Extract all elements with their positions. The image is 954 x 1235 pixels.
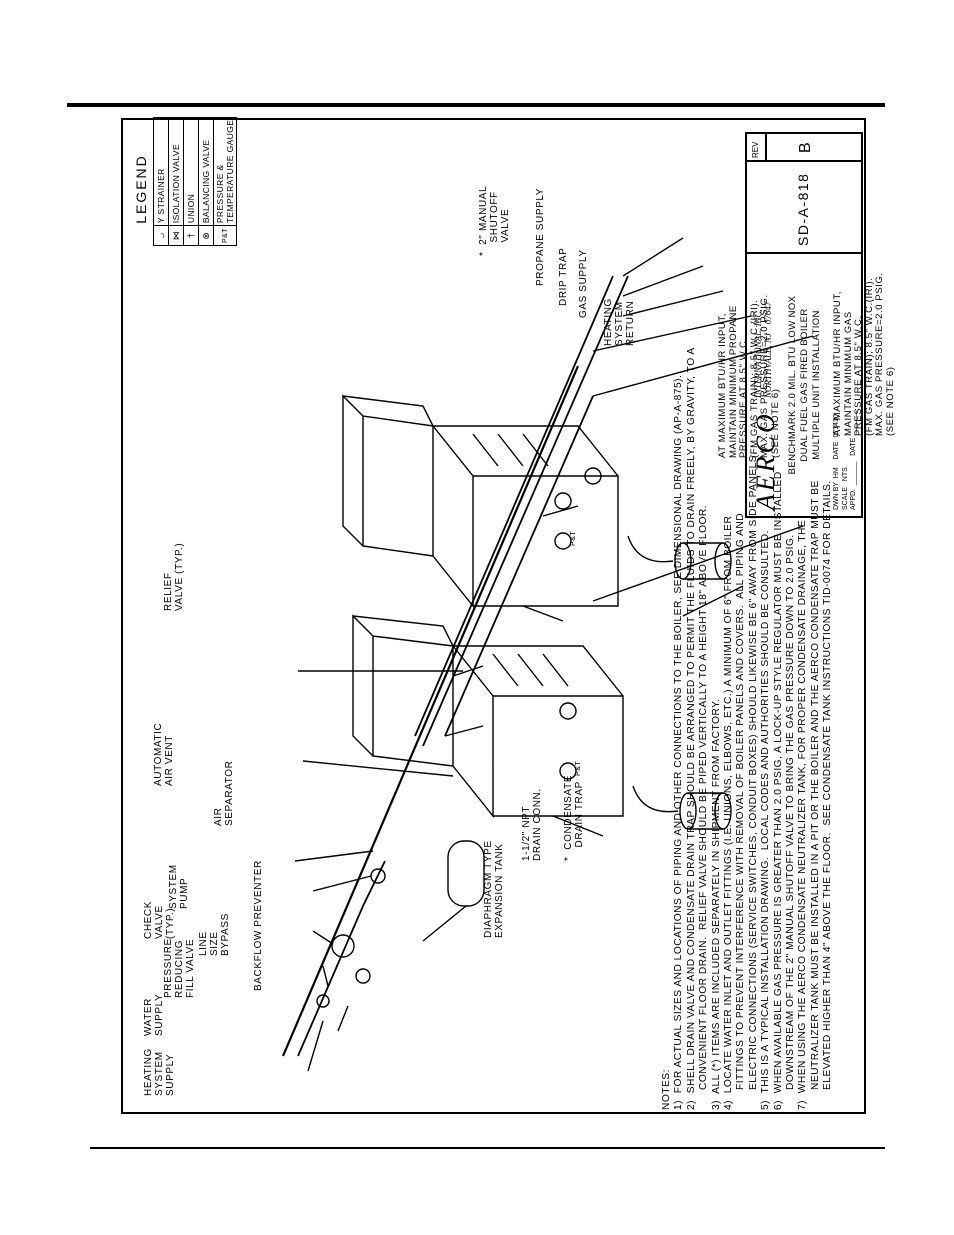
pt-gauge-label-1: P&T (575, 760, 582, 776)
condensate-tank-1 (632, 785, 732, 830)
isolation-valve-icon: ⋈ (168, 225, 184, 246)
note-line: 2) SHELL DRAIN VALVE AND CONDENSATE DRAI… (685, 347, 697, 1110)
label-drip-trap: DRIP TRAP (558, 247, 569, 306)
piping-diagram (281, 237, 814, 1072)
legend-label: Y STRAINER (153, 117, 169, 226)
divider (765, 134, 767, 162)
drawing-description: BENCHMARK 2.0 MIL. BTU LOW NOx DUAL FUEL… (787, 295, 822, 475)
label-heating-system-return: HEATING SYSTEM RETURN (603, 298, 636, 346)
legend: LEGEND ⨼ Y STRAINER ⋈ ISOLATION VALVE † … (133, 117, 237, 246)
condensate-tank-2 (627, 535, 732, 580)
label-relief-valve: RELIEF VALVE (TYP.) (163, 542, 185, 611)
note-line: 1) FOR ACTUAL SIZES AND LOCATIONS OF PIP… (673, 374, 685, 1110)
drawing-metadata: DWN BY HM DATE 071410 SCALE NTS APPD. __… (833, 411, 859, 511)
drawing-number: SD-A-818 (795, 172, 811, 246)
legend-row: P&T PRESSURE & TEMPERATURE GAUGE (213, 117, 237, 246)
legend-title: LEGEND (133, 154, 149, 224)
label-line-size-bypass: LINE SIZE BYPASS (198, 913, 231, 956)
legend-label: BALANCING VALVE (198, 117, 214, 226)
header-rule (67, 103, 885, 107)
scale: SCALE NTS (841, 451, 849, 510)
boiler-1 (352, 614, 624, 818)
label-water-supply: WATER SUPPLY (143, 993, 165, 1036)
label-manual-shutoff-valve: * 2" MANUAL SHUTOFF VALVE (478, 185, 511, 256)
pressure-temperature-gauge-icon: P&T (213, 225, 237, 246)
drawn-by: DWN BY HM DATE 071410 (833, 414, 840, 510)
drawing-frame: HEATING SYSTEM SUPPLY WATER SUPPLY PRESS… (121, 117, 896, 1116)
label-gas-supply: GAS SUPPLY (578, 249, 589, 318)
revision-label: REV (751, 141, 760, 158)
legend-table: ⨼ Y STRAINER ⋈ ISOLATION VALVE † UNION ⊗… (153, 117, 237, 246)
label-pressure-reducing-fill-valve: PRESSURE REDUCING FILL VALVE (163, 938, 196, 998)
notes-heading: NOTES: (661, 1069, 672, 1110)
company-logo: AERCO (751, 411, 780, 510)
revision-value: B (797, 142, 814, 153)
legend-label: ISOLATION VALVE (168, 117, 184, 226)
union-icon: † (183, 225, 199, 246)
expansion-tank (422, 840, 485, 942)
title-block: AERCO INTERNATIONAL, INC. NORTHVALE, NJ … (745, 132, 863, 518)
note-line: 3) ALL (*) ITEMS ARE INCLUDED SEPARATELY… (710, 698, 722, 1110)
label-condensate-drain-trap: * CONDENSATE DRAIN TRAP (563, 775, 585, 861)
boiler-2 (342, 394, 619, 608)
y-strainer-icon: ⨼ (153, 225, 169, 246)
approved-by: APPD. ______ DATE ______ (850, 410, 857, 511)
legend-label: PRESSURE & TEMPERATURE GAUGE (213, 117, 237, 226)
company-address: INTERNATIONAL, INC. NORTHVALE, NJ 07647 (753, 301, 773, 398)
label-expansion-tank: DIAPHRAGM TYPE EXPANSION TANK (483, 840, 505, 938)
label-propane-supply: PROPANE SUPPLY (535, 187, 546, 286)
label-air-separator: AIR SEPARATOR (213, 760, 235, 826)
label-heating-system-supply: HEATING SYSTEM SUPPLY (143, 1048, 176, 1096)
note-line: 4) LOCATE WATER INLET AND OUTLET FITTING… (723, 515, 735, 1110)
note-line: CONVENIENT FLOOR DRAIN. RELIEF VALVE SHO… (698, 504, 710, 1110)
legend-row: ⨼ Y STRAINER (153, 117, 169, 246)
balancing-valve-icon: ⊗ (198, 225, 214, 246)
label-automatic-air-vent: AUTOMATIC AIR VENT (153, 722, 175, 786)
legend-row: ⊗ BALANCING VALVE (198, 117, 214, 246)
label-system-pump: SYSTEM PUMP (168, 864, 190, 909)
divider (747, 252, 861, 254)
legend-row: ⋈ ISOLATION VALVE (168, 117, 184, 246)
footer-rule (90, 1147, 885, 1149)
legend-row: † UNION (183, 117, 199, 246)
legend-label: UNION (183, 117, 199, 226)
label-backflow-preventer: BACKFLOW PREVENTER (253, 860, 264, 991)
pt-gauge-label-2: P&T (570, 530, 577, 546)
label-drain-connection: 1-1/2" NPT DRAIN CONN. (521, 788, 543, 861)
rotated-sheet: HEATING SYSTEM SUPPLY WATER SUPPLY PRESS… (123, 117, 896, 1116)
